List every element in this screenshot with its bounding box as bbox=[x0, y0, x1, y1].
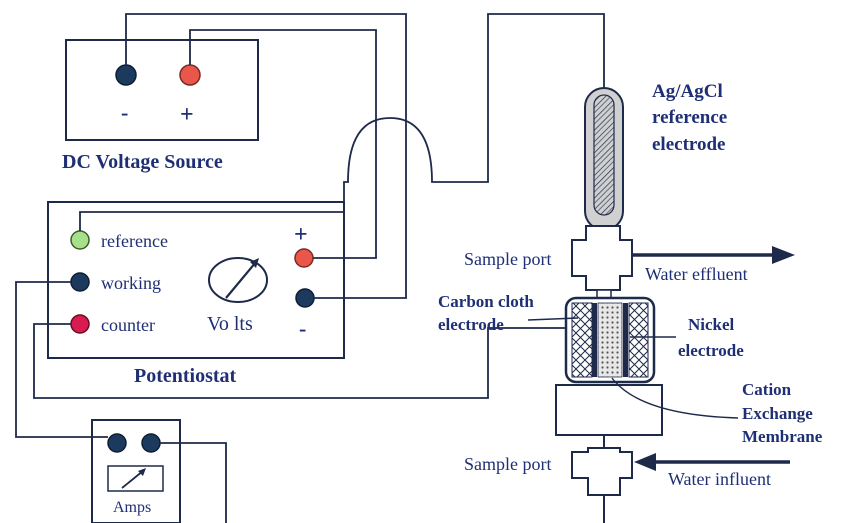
sample-port-top-label: Sample port bbox=[464, 249, 552, 269]
nickel-label-line1: Nickel bbox=[688, 315, 735, 334]
ammeter-right-terminal bbox=[141, 433, 161, 453]
voltmeter-dial bbox=[208, 257, 268, 303]
ammeter-label: Amps bbox=[113, 499, 151, 516]
counter-terminal bbox=[70, 314, 90, 334]
voltmeter-label: Vo lts bbox=[207, 313, 253, 335]
ammeter-needle bbox=[121, 470, 144, 489]
working-terminal bbox=[70, 272, 90, 292]
membrane-label-line3: Membrane bbox=[742, 427, 823, 446]
water-effluent-label: Water effluent bbox=[645, 264, 748, 284]
sample-port-bottom-label: Sample port bbox=[464, 454, 552, 474]
ammeter-left-terminal bbox=[107, 433, 127, 453]
counter-label: counter bbox=[101, 315, 155, 335]
dc-source-negative-terminal bbox=[115, 64, 137, 86]
carbon-cloth-label-line2: electrode bbox=[438, 315, 504, 334]
dc-source-title: DC Voltage Source bbox=[62, 151, 223, 173]
cell-lower-housing bbox=[555, 384, 663, 436]
membrane-label-line1: Cation bbox=[742, 380, 792, 399]
ammeter-display bbox=[107, 465, 164, 492]
reference-terminal bbox=[70, 230, 90, 250]
dc-source-plus-label: + bbox=[180, 102, 194, 128]
potentiostat-box bbox=[47, 201, 345, 359]
membrane-label-line2: Exchange bbox=[742, 404, 813, 423]
dc-source-minus-label: - bbox=[121, 100, 128, 125]
reference-electrode-label-line3: electrode bbox=[652, 134, 726, 155]
reference-electrode-label-line1: Ag/AgCl bbox=[652, 81, 723, 102]
potentiostat-plus-label: + bbox=[294, 222, 308, 248]
potentiostat-title: Potentiostat bbox=[134, 365, 237, 387]
potentiostat-positive-terminal bbox=[294, 248, 314, 268]
effluent-arrow bbox=[632, 246, 795, 264]
reference-label: reference bbox=[101, 231, 168, 251]
reference-electrode bbox=[584, 87, 624, 231]
carbon-cloth-label-line1: Carbon cloth bbox=[438, 292, 534, 311]
influent-arrow bbox=[634, 453, 790, 471]
potentiostat-minus-label: - bbox=[299, 316, 306, 341]
sample-port-bottom bbox=[571, 447, 633, 496]
dc-voltage-source-box bbox=[65, 39, 259, 141]
working-label: working bbox=[101, 273, 161, 293]
voltmeter-needle-tip bbox=[250, 258, 259, 268]
reference-electrode-label-line2: reference bbox=[652, 107, 727, 128]
potentiostat-negative-terminal bbox=[295, 288, 315, 308]
dc-source-positive-terminal bbox=[179, 64, 201, 86]
leader-lines bbox=[527, 317, 739, 419]
voltmeter-needle bbox=[225, 261, 257, 299]
water-influent-label: Water influent bbox=[668, 469, 771, 489]
electrode-chamber bbox=[564, 296, 656, 384]
wires bbox=[15, 13, 605, 523]
ammeter-needle-tip bbox=[138, 468, 146, 476]
sample-port-top bbox=[571, 225, 633, 291]
nickel-label-line2: electrode bbox=[678, 341, 744, 360]
